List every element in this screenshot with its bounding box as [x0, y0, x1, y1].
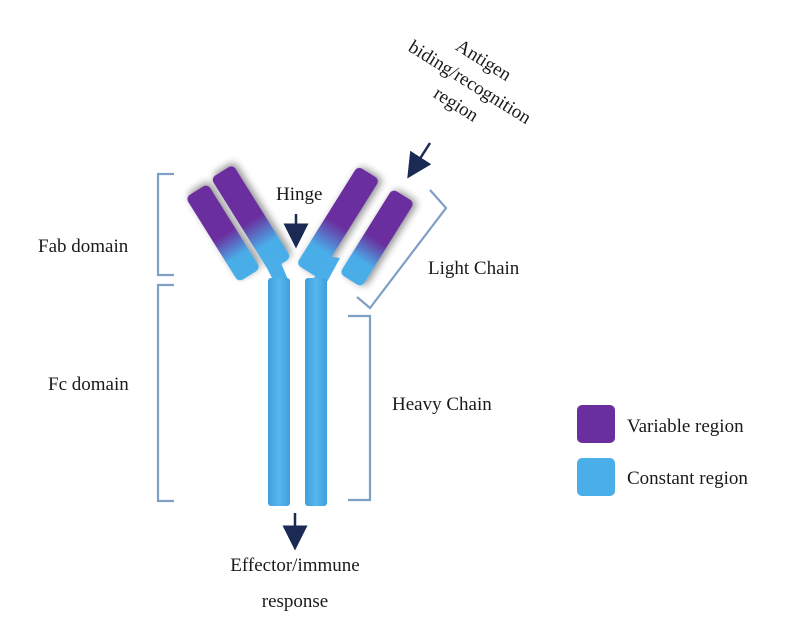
effector-label: Effector/immune response — [195, 548, 395, 620]
legend-swatch-constant — [577, 458, 615, 496]
hinge-label: Hinge — [276, 184, 323, 205]
fc-domain-bracket — [156, 283, 174, 503]
right-fc-stem — [305, 278, 327, 506]
right-light-chain — [341, 190, 413, 286]
left-fc-stem — [268, 278, 290, 506]
fab-domain-bracket — [156, 172, 174, 277]
effector-label-line-2: response — [261, 591, 329, 612]
heavy-chain-label: Heavy Chain — [392, 394, 492, 415]
left-light-chain — [187, 185, 259, 281]
left-hinge-segment — [262, 256, 289, 282]
fc-domain-label: Fc domain — [48, 374, 129, 395]
legend-swatch-variable — [577, 405, 615, 443]
antigen-arrow — [407, 142, 432, 179]
left-heavy-chain-arm — [212, 166, 290, 270]
legend-label-variable: Variable region — [627, 416, 744, 437]
legend-label-constant: Constant region — [627, 468, 748, 489]
light-chain-label: Light Chain — [428, 258, 520, 279]
right-heavy-chain-arm — [298, 167, 378, 277]
right-hinge-segment — [312, 256, 340, 282]
fab-domain-label: Fab domain — [38, 236, 129, 257]
heavy-chain-bracket — [348, 314, 372, 502]
effector-label-line-1: Effector/immune — [230, 555, 360, 576]
light-chain-bracket — [356, 189, 448, 310]
